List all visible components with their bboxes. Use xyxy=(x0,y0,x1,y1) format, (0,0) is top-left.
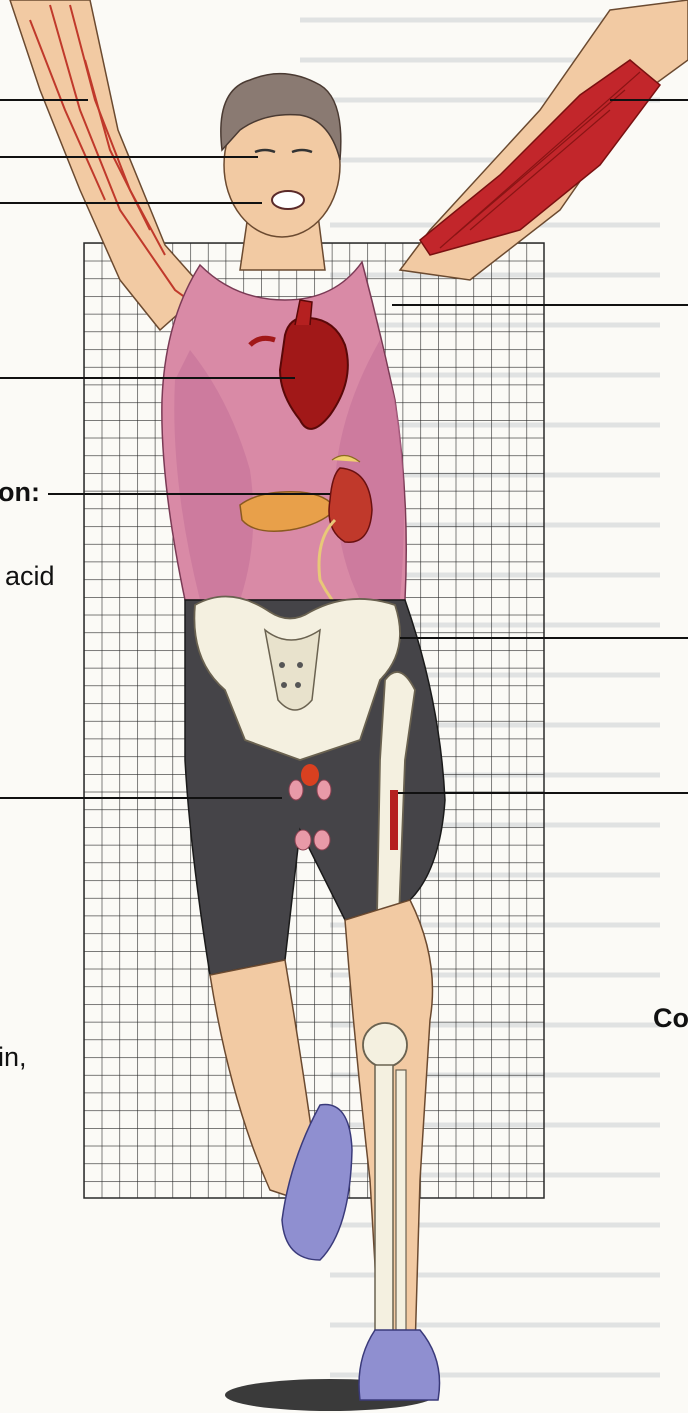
right-shoe xyxy=(359,1330,440,1400)
label-left-3: on: xyxy=(0,477,40,508)
label-right-5: Co xyxy=(653,1003,688,1034)
mouth xyxy=(272,191,304,209)
right-arm xyxy=(400,0,688,280)
label-left-4: acid xyxy=(5,561,55,592)
head xyxy=(221,74,341,237)
label-left-6: in, xyxy=(0,1042,27,1073)
